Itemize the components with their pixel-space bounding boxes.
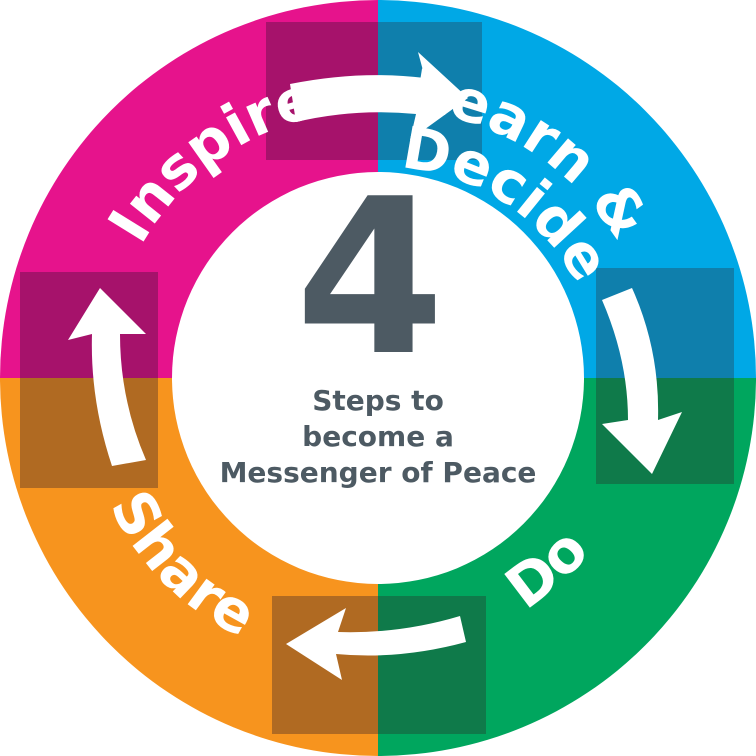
center-line-3: Messenger of Peace xyxy=(220,456,537,489)
arrow-right-icon xyxy=(290,52,468,140)
steps-count: 4 xyxy=(295,152,445,403)
arrow-up-icon xyxy=(68,288,146,466)
arrow-left-icon xyxy=(286,608,466,680)
arrow-down-icon xyxy=(602,288,682,474)
arrow-box-bottom xyxy=(272,596,486,734)
center-circle xyxy=(172,172,584,584)
center-line-2: become a xyxy=(302,420,454,453)
center-line-1: Steps to xyxy=(312,384,444,417)
